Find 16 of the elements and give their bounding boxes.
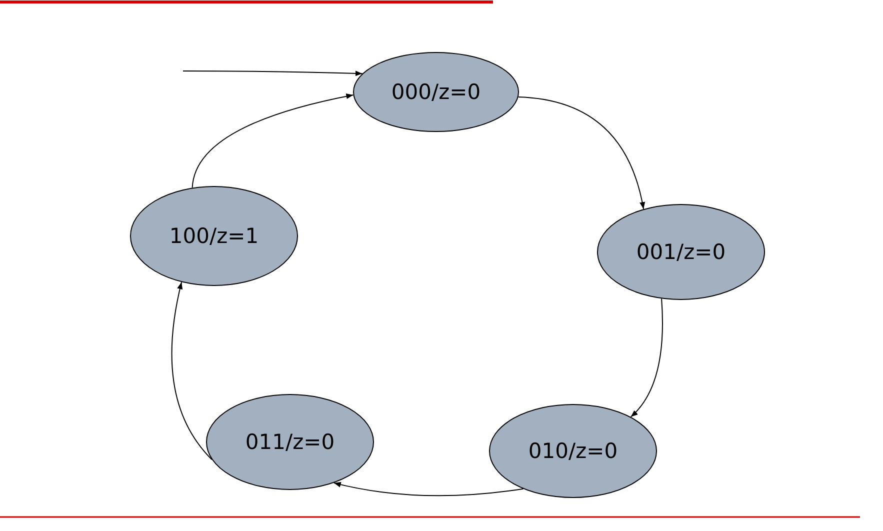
transition-arrow [333, 482, 524, 496]
state-ellipse [353, 52, 519, 132]
transition-arrow [518, 96, 645, 210]
state-ellipse [206, 394, 374, 490]
transition-arrow [171, 282, 212, 460]
state-ellipse [130, 186, 298, 286]
state-label: 001/z=0 [636, 240, 726, 264]
state-ellipse [597, 204, 765, 300]
state-ellipse [489, 404, 657, 498]
state-label: 010/z=0 [528, 439, 618, 463]
state-label: 100/z=1 [169, 224, 259, 248]
transition-arrow [630, 298, 663, 418]
transition-arrow [192, 94, 354, 188]
state-label: 011/z=0 [245, 430, 335, 454]
transition-arrow [182, 70, 363, 76]
state-label: 000/z=0 [391, 80, 481, 104]
